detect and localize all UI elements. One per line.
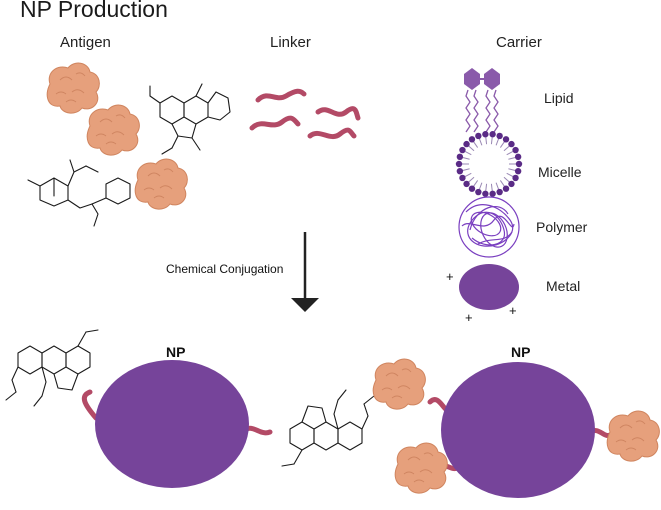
micelle-head [456,153,464,161]
micelle-tail [503,145,510,152]
micelle-tail [508,157,516,160]
micelle-head [475,132,482,140]
morphine-derivative-molecule [149,83,231,155]
micelle-head [515,160,523,168]
micelle-tail [490,183,493,191]
right-np-antigen-1 [372,358,426,410]
metal-nanoparticle-icon: + + + [446,264,519,325]
cocaine-molecule [27,159,131,227]
diagram-title: NP Production [20,0,168,22]
micelle-head [496,188,503,196]
linker-header: Linker [270,34,311,51]
conjugation-arrow [291,232,319,312]
micelle-head [496,132,503,140]
micelle-head [502,136,510,143]
micelle-tail [506,172,514,177]
right-nanoparticle [441,362,595,498]
micelle-head [489,131,496,138]
micelle-tail [508,168,516,171]
micelle-head [508,180,515,188]
micelle-head [502,185,510,192]
np-right-label: NP [511,344,531,360]
micelle-tail [464,172,472,177]
micelle-head [482,190,489,197]
antigen-protein-2 [86,104,140,156]
right-drug-molecule [281,389,375,467]
micelle-head [468,136,476,143]
micelle-head [459,174,466,182]
metal-label: Metal [546,278,581,294]
micelle-tail [499,180,505,187]
micelle-tail [485,183,488,191]
right-np-conjugate [372,358,660,498]
micelle-tail [478,182,483,190]
micelle-head [463,140,470,148]
micelle-tail [462,168,470,171]
micelle-tail [506,151,514,156]
micelle-head [508,140,515,148]
micelle-label: Micelle [538,164,582,180]
micelle-tail [468,176,475,183]
np-left-label: NP [166,344,186,360]
micelle-head [455,160,463,168]
micelle-head [463,180,470,188]
lipid-label: Lipid [544,90,574,106]
micelle-tail [490,137,493,145]
micelle-head [514,153,522,161]
svg-text:+: + [465,310,473,325]
micelle-tail [468,145,475,152]
left-nanoparticle [95,360,249,488]
micelle-tail [485,137,488,145]
right-np-antigen-3 [606,410,660,462]
micelle-tail [499,141,505,148]
micelle-head [456,167,464,175]
lipid-icon [464,68,500,133]
left-np-conjugate [5,329,375,488]
svg-text:+: + [509,303,517,318]
micelle-head [475,188,482,196]
carrier-header: Carrier [496,34,542,51]
micelle-head [459,146,466,154]
polymer-label: Polymer [536,219,588,235]
micelle-head [512,174,519,182]
svg-text:+: + [446,269,454,284]
micelle-icon [455,131,523,197]
micelle-head [482,131,489,138]
micelle-head [514,167,522,175]
micelle-tail [495,182,500,190]
micelle-tail [473,141,479,148]
micelle-head [468,185,476,192]
micelle-head [512,146,519,154]
right-np-antigen-2 [394,442,448,494]
antigen-protein-3 [134,158,188,210]
micelle-tail [464,151,472,156]
chemical-conjugation-label: Chemical Conjugation [166,262,284,276]
micelle-tail [503,176,510,183]
micelle-tail [462,157,470,160]
micelle-tail [473,180,479,187]
antigen-header: Antigen [60,34,111,51]
micelle-tail [495,138,500,146]
linker-strands [249,88,361,140]
polymer-icon [458,196,520,258]
micelle-tail [478,138,483,146]
antigen-protein-1 [46,62,100,114]
micelle-head [489,190,496,197]
